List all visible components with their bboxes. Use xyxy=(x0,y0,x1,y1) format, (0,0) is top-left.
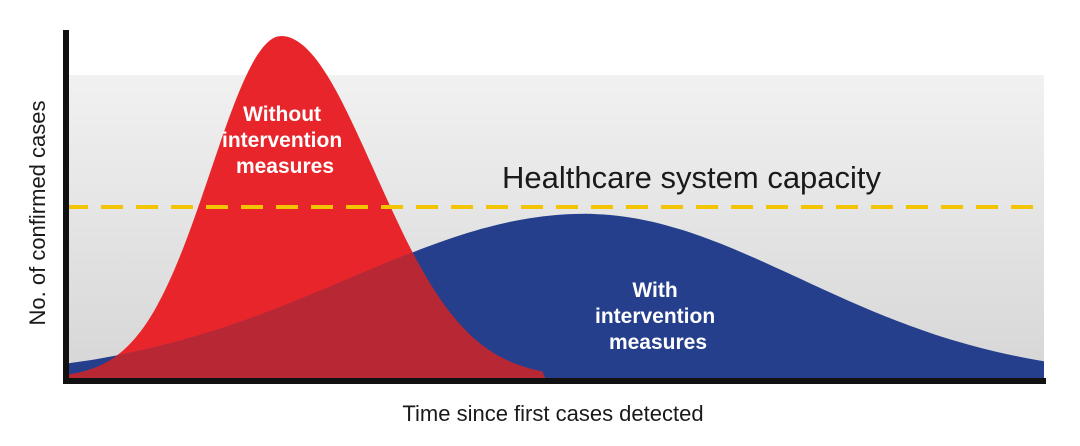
without-label-line-2: intervention xyxy=(222,129,342,152)
capacity-label: Healthcare system capacity xyxy=(502,160,882,195)
with-label-line-1: With xyxy=(632,279,677,302)
series-overlap-area xyxy=(66,213,546,378)
without-label-line-3: measures xyxy=(236,155,334,178)
series-without-intervention-label: Without intervention measures xyxy=(222,103,348,178)
without-label-line-1: Without xyxy=(243,103,321,126)
x-axis-label: Time since first cases detected xyxy=(402,401,703,426)
with-label-line-2: intervention xyxy=(595,305,715,328)
y-axis-label: No. of confirmed cases xyxy=(25,101,50,326)
series-with-intervention-label: With intervention measures xyxy=(595,279,721,354)
with-label-line-3: measures xyxy=(609,331,707,354)
